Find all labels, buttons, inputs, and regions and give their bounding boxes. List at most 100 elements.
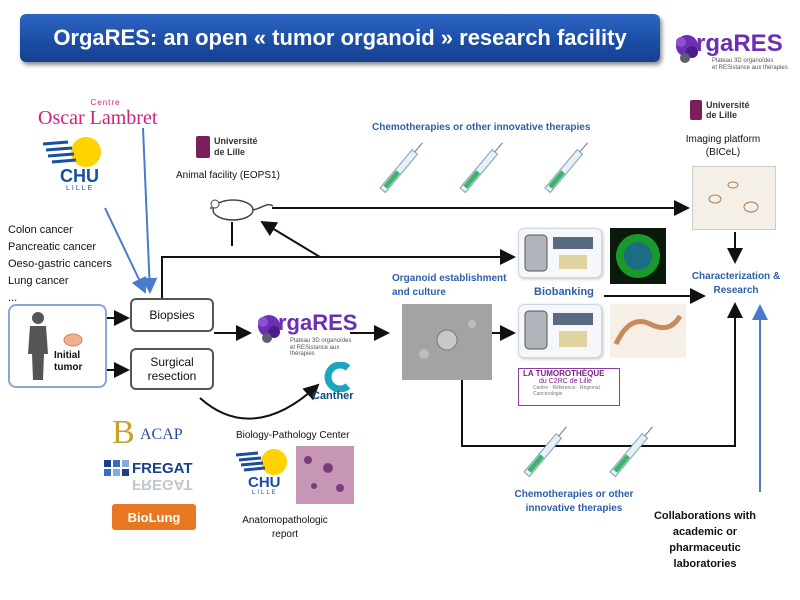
chemo-top-label: Chemotherapies or other innovative thera… bbox=[372, 122, 591, 133]
orgares-subtitle-2: et RESistance aux thérapies bbox=[712, 65, 788, 71]
cancer-type-list: Colon cancer Pancreatic cancer Oeso-gast… bbox=[8, 222, 148, 307]
biobank-image-bottom bbox=[518, 304, 602, 358]
orgares-subtitle-2: et RESistance aux thérapies bbox=[290, 345, 340, 357]
tumorotheque-tagline: Centre · Référence · Régional · Cancérol… bbox=[533, 385, 603, 397]
animal-facility-label: Animal facility (EOPS1) bbox=[176, 170, 280, 181]
orgares-logo-center: rgaRES Plateau 3D organoïdes et RESistan… bbox=[254, 310, 358, 358]
fregat-logo: FREGAT FREGAT bbox=[104, 460, 214, 498]
chu-label: CHU bbox=[60, 166, 99, 186]
univ-lille-logo-imaging: Université de Lille bbox=[690, 100, 770, 126]
imaging-platform-label: Imaging platform bbox=[685, 134, 761, 145]
imaging-code-label: (BICeL) bbox=[705, 147, 741, 158]
fregat-label: FREGAT bbox=[132, 460, 193, 477]
univ-line2: de Lille bbox=[214, 147, 246, 157]
organoid-cluster-icon bbox=[676, 35, 698, 63]
syringe-icon bbox=[379, 142, 423, 194]
canther-c-icon bbox=[324, 362, 351, 392]
organoid-label: Organoid establishment and culture bbox=[392, 273, 507, 298]
lille-label: LILLE bbox=[252, 490, 278, 496]
univ-lille-mark-icon bbox=[690, 100, 702, 120]
tumorotheque-subtitle: du C2RC de Lille bbox=[539, 378, 592, 385]
orgares-logo-top: rgaRES Plateau 3D organoïdes et RESistan… bbox=[672, 28, 792, 76]
univ-lille-logo-animal: Université de Lille bbox=[196, 136, 276, 164]
biobanking-label: Biobanking bbox=[534, 286, 594, 298]
univ-lille-mark-icon bbox=[196, 136, 210, 158]
arrow-oscar-to-biopsies bbox=[141, 127, 158, 294]
organoid-fluorescence-icon bbox=[616, 234, 660, 278]
syringes-bottom-group bbox=[523, 426, 653, 478]
chu-lille-logo: CHU LILLE bbox=[38, 136, 108, 192]
orgares-wordmark: rgaRES bbox=[278, 310, 358, 335]
mouse-icon bbox=[210, 199, 274, 221]
fregat-reflection: FREGAT bbox=[132, 476, 193, 493]
biobank-image-top bbox=[518, 228, 602, 278]
oscar-name: Oscar Lambret bbox=[38, 107, 158, 129]
surgical-resection-label: Surgical resection bbox=[147, 355, 197, 383]
syringe-icon bbox=[459, 142, 503, 194]
surgical-resection-box: Surgical resection bbox=[130, 348, 214, 390]
list-item: Lung cancer bbox=[8, 275, 69, 287]
univ-line2: de Lille bbox=[706, 110, 738, 120]
univ-line1: Université bbox=[706, 100, 750, 110]
orgares-subtitle-1: Plateau 3D organoïdes bbox=[290, 338, 352, 344]
cryotank-icon bbox=[524, 234, 593, 272]
page-title: OrgaRES: an open « tumor organoid » rese… bbox=[20, 14, 660, 62]
collaborations-label: Collaborations with academic or pharmace… bbox=[653, 510, 757, 570]
chu-face-icon bbox=[235, 449, 287, 475]
arrow-to-animal bbox=[260, 220, 321, 258]
tissue-section-icon bbox=[708, 181, 759, 213]
organoid-culture-image bbox=[402, 304, 492, 380]
lille-label: LILLE bbox=[66, 185, 95, 192]
chu-face-icon bbox=[42, 137, 101, 167]
canther-label: Canther bbox=[312, 390, 354, 402]
chemo-bottom-label: Chemotherapies or other innovative thera… bbox=[514, 489, 634, 514]
biopsies-label: Biopsies bbox=[149, 308, 195, 322]
bacap-label: ACAP bbox=[140, 426, 183, 443]
tumorotheque-title: LA TUMOROTHÈQUE bbox=[523, 369, 605, 378]
organoid-cluster-icon bbox=[258, 315, 280, 343]
tumor-icon bbox=[63, 333, 83, 347]
organoid-micrograph-icon bbox=[402, 304, 492, 380]
tumorotheque-logo: LA TUMOROTHÈQUE du C2RC de Lille Centre … bbox=[518, 368, 620, 406]
ihc-staining-image bbox=[610, 304, 686, 358]
ihc-tissue-icon bbox=[613, 314, 683, 346]
line-organoid-down bbox=[461, 302, 743, 447]
bio-path-center-label: Biology-Pathology Center bbox=[236, 430, 350, 441]
initial-tumor-label: Initial tumor bbox=[54, 350, 83, 373]
organoid-fluorescence-image bbox=[610, 228, 666, 284]
anatomo-label: Anatomopathologic report bbox=[242, 515, 328, 540]
bacap-logo: B ACAP bbox=[112, 414, 222, 458]
line-biopsies-up bbox=[161, 256, 300, 298]
human-silhouette-icon bbox=[28, 312, 48, 380]
orgares-subtitle-1: Plateau 3D organoïdes bbox=[712, 58, 774, 64]
orgares-wordmark: rgaRES bbox=[696, 30, 783, 57]
canther-logo: Canther bbox=[312, 362, 362, 406]
syringe-icon bbox=[523, 426, 567, 478]
histology-tissue-icon bbox=[296, 446, 354, 504]
list-item: Colon cancer bbox=[8, 224, 73, 236]
chu-label: CHU bbox=[248, 474, 281, 491]
univ-line1: Université bbox=[214, 136, 258, 146]
histology-image bbox=[296, 446, 354, 504]
characterization-label: Characterization & Research bbox=[691, 271, 781, 296]
syringe-icon bbox=[544, 142, 588, 194]
initial-tumor-box: Initial tumor bbox=[8, 304, 107, 388]
arrow-resection-to-canther bbox=[199, 383, 320, 420]
imaging-label: Imaging platform (BICeL) bbox=[668, 133, 778, 159]
cryotank-icon bbox=[524, 310, 593, 350]
biolung-logo: BioLung bbox=[112, 504, 196, 530]
syringes-top-group bbox=[379, 142, 588, 194]
imaging-microscopy-image bbox=[692, 166, 776, 230]
oscar-top-label: Centre bbox=[90, 98, 121, 107]
syringe-icon bbox=[609, 426, 653, 478]
list-item: ... bbox=[8, 292, 18, 304]
arrow-chu-to-biopsies bbox=[104, 207, 147, 294]
list-item: Pancreatic cancer bbox=[8, 241, 97, 253]
fregat-grid-icon bbox=[104, 460, 129, 476]
list-item: Oeso-gastric cancers bbox=[8, 258, 112, 270]
bacap-b-icon: B bbox=[112, 414, 135, 451]
chu-lille-logo-small: CHU LILLE bbox=[232, 448, 292, 500]
biopsies-box: Biopsies bbox=[130, 298, 214, 332]
oscar-lambret-logo: Centre Oscar Lambret bbox=[38, 98, 173, 130]
